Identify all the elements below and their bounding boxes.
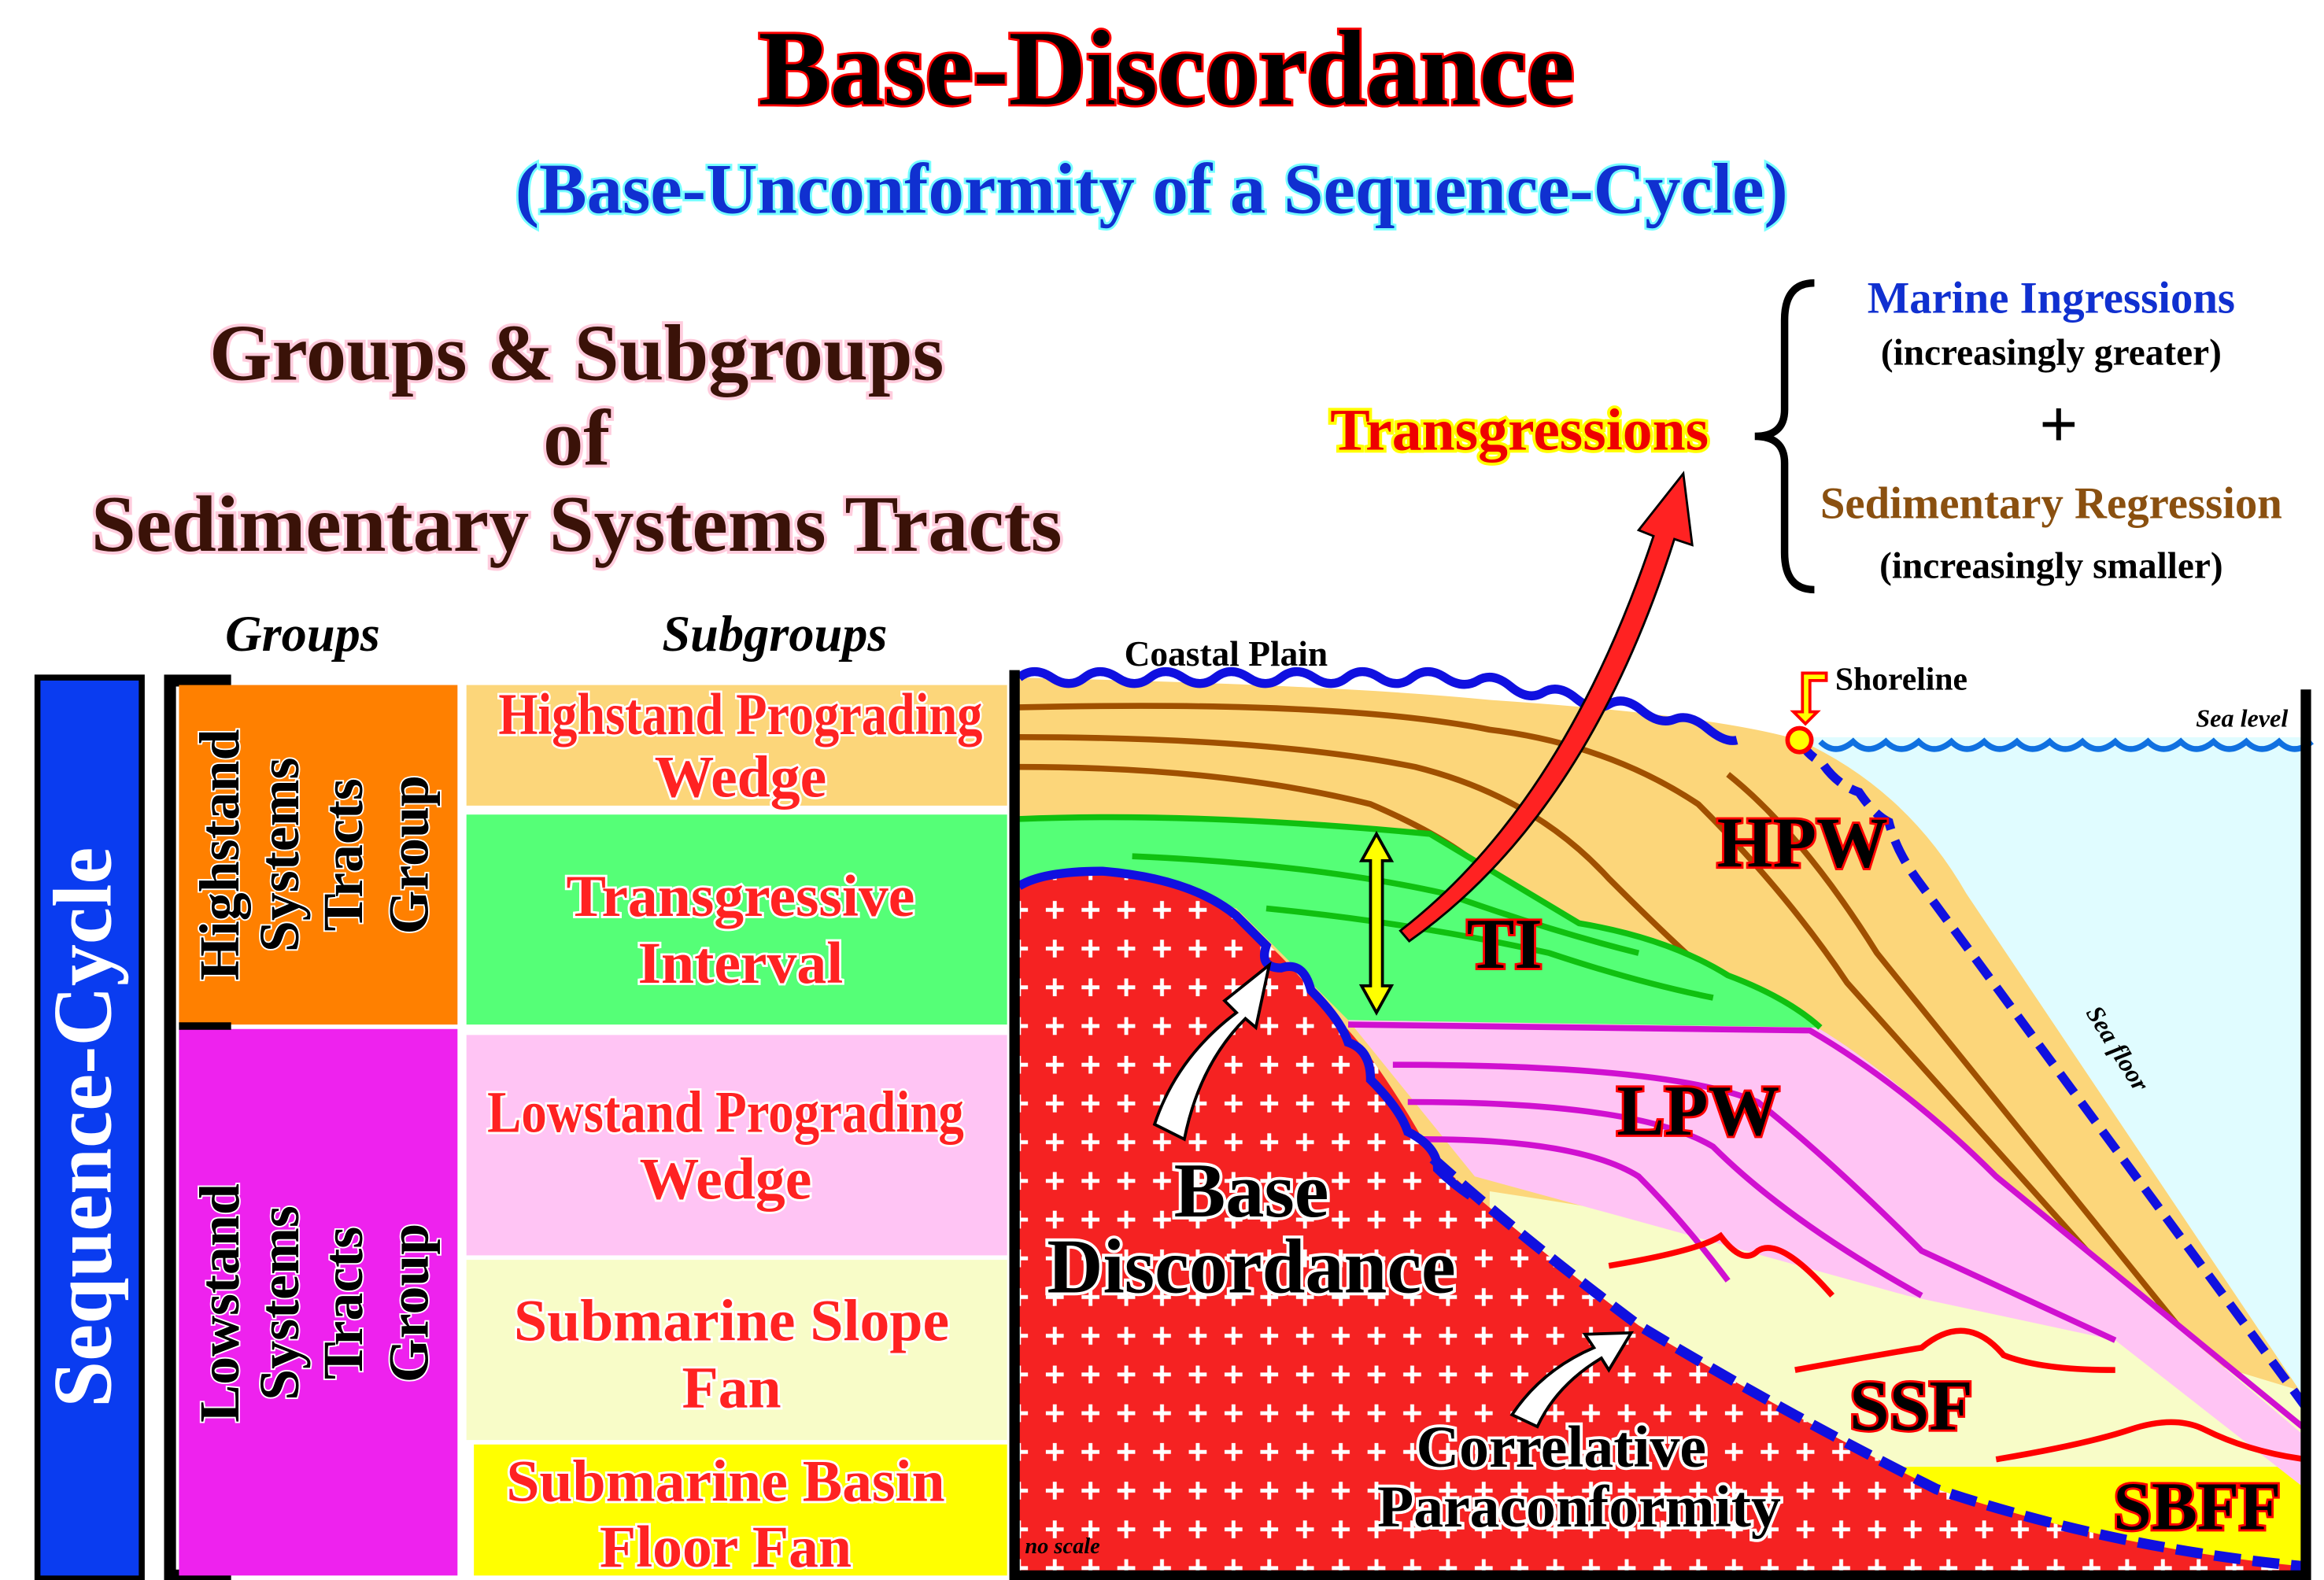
highstand-group-label: Highstand Systems Tracts Group [187, 728, 442, 983]
correlative-paraconformity-label: Correlative [1416, 1415, 1705, 1480]
heading-line: of [543, 393, 611, 482]
lpw-layer [1348, 1020, 2306, 1490]
increasingly-smaller: (increasingly smaller) [1879, 545, 2223, 586]
highstand-group-box [179, 685, 458, 1025]
label-line: Tracts [312, 1227, 375, 1379]
sea-floor-line [1795, 737, 2310, 1410]
subgroup-label: Submarine Basin [506, 1449, 944, 1515]
page-subtitle: (Base-Unconformity of a Sequence-Cycle) [515, 150, 1788, 229]
subgroup-label: Transgressive [566, 864, 914, 929]
subgroup-label: Wedge [640, 1147, 812, 1213]
increasingly-greater: (increasingly greater) [1881, 333, 2222, 374]
transgressions-label: Transgressions [1330, 398, 1709, 463]
ti-thickness-arrow-icon [1358, 830, 1395, 1016]
lpw-label: LPW [1616, 1071, 1779, 1150]
ti-label: TI [1467, 904, 1543, 984]
subgroup-label: Floor Fan [600, 1515, 852, 1580]
coastal-plain-label: Coastal Plain [1125, 634, 1328, 674]
heading: Groups & Subgroups of Sedimentary System… [88, 306, 1065, 572]
cross-section [1009, 471, 2314, 1580]
base-discordance-line [1016, 866, 1473, 1200]
groups-header: Groups [225, 606, 380, 662]
sea-level-waves [1818, 737, 2314, 752]
label-line: Systems [248, 757, 311, 952]
subgroup-label: Submarine Slope [514, 1288, 949, 1353]
subgroup-sbff [474, 1444, 1007, 1576]
sequence-cycle-bar [34, 674, 145, 1580]
label-line: Systems [248, 1205, 311, 1401]
subgroup-hpw [466, 685, 1007, 806]
heading-line: Groups & Subgroups [209, 309, 944, 398]
curly-brace-icon [1754, 279, 1815, 594]
ssf-label: SSF [1849, 1366, 1973, 1445]
label-line: Tracts [312, 778, 375, 931]
shoreline-marker [1785, 725, 1814, 755]
subgroup-label: Highstand Prograding [498, 682, 982, 748]
subgroup-ssf [466, 1260, 1007, 1441]
page-title: Base-Discordance [759, 9, 1575, 127]
hpw-label: HPW [1717, 803, 1888, 882]
heading-line: Sedimentary Systems Tracts [91, 480, 1062, 569]
subgroups-header: Subgroups [662, 606, 887, 662]
plus-sign: + [2039, 386, 2078, 462]
lowstand-group-box [179, 1028, 458, 1576]
base-discordance-pointer-icon [1152, 961, 1272, 1142]
paraconformity-pointer-icon [1509, 1331, 1635, 1429]
subgroup-label: Interval [638, 931, 844, 996]
shoreline-label: Shoreline [1835, 661, 1967, 697]
label-line: Lowstand [188, 1183, 251, 1423]
sequence-cycle-label: Sequence-Cycle [36, 847, 128, 1408]
subgroup-label: Lowstand Prograding [487, 1080, 964, 1145]
sbff-label: SBFF [2113, 1468, 2281, 1545]
transgression-arrow-icon [1398, 471, 1694, 943]
base-discordance-label: Base [1174, 1148, 1329, 1234]
shoreline-arrow-icon [1790, 671, 1828, 726]
sea-level-label: Sea level [2196, 704, 2288, 733]
subgroup-label: Fan [682, 1355, 781, 1420]
subgroup-label: Wedge [655, 745, 827, 810]
subgroup-lpw [466, 1035, 1007, 1256]
correlative-paraconformity-line [1429, 1154, 2307, 1572]
label-line: Group [377, 775, 440, 934]
lowstand-group-label: Lowstand Systems Tracts Group [187, 1182, 442, 1424]
no-scale-label: no scale [1025, 1534, 1099, 1559]
top-surface [1016, 666, 1738, 745]
label-line: Group [377, 1224, 440, 1382]
base-discordance-label: Discordance [1047, 1224, 1455, 1310]
label-line: Highstand [188, 729, 251, 980]
correlative-paraconformity-label: Paraconformity [1377, 1475, 1781, 1540]
marine-ingressions: Marine Ingressions [1868, 273, 2235, 323]
sedimentary-regression: Sedimentary Regression [1820, 479, 2282, 529]
subgroup-ti [466, 814, 1007, 1025]
